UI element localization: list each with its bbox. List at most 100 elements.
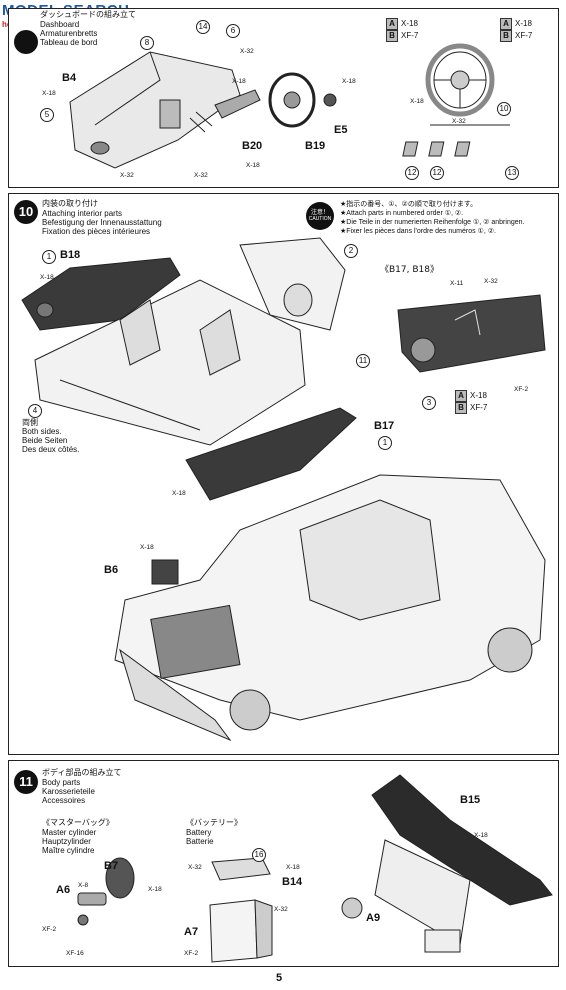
callout-12b: 12: [430, 166, 444, 180]
dashboard-installed: [239, 237, 346, 331]
part-b14: B14: [282, 876, 303, 888]
battery-title-de: Batterie: [186, 837, 214, 846]
step11-panel: [8, 760, 559, 967]
steering-wheel-detail: [425, 43, 495, 117]
legend2-code-a: X-18: [515, 19, 532, 29]
callout-3: 3: [422, 396, 436, 410]
code-x32-a: X-32: [240, 48, 254, 55]
callout-16: 16: [252, 848, 266, 862]
step9-title-en: Dashboard: [40, 20, 80, 29]
door-panel-left: [21, 257, 181, 331]
code-x32-c: X-32: [194, 172, 208, 179]
master-title-fr: Maître cylindre: [42, 846, 95, 855]
step11-title-fr: Accessoires: [42, 796, 86, 805]
code-x18-b6: X-18: [140, 544, 154, 551]
step10-panel: [8, 193, 559, 755]
step11-title-jp: ボディ部品の組み立て: [42, 768, 122, 777]
car-chassis: [114, 474, 546, 742]
step10-note-2: ★Attach parts in numbered order ①, ②.: [340, 210, 464, 217]
legend-key-b: B: [386, 30, 398, 42]
code-x32-d: X-32: [452, 118, 466, 125]
page-number: 5: [276, 972, 283, 984]
step11-title-de: Karosserieteile: [42, 787, 95, 796]
code-x18-b7: X-18: [148, 886, 162, 893]
pedals-drawing: [402, 124, 510, 157]
both-sides-en: Both sides.: [22, 427, 62, 436]
part-b20: B20: [242, 140, 263, 152]
door-inset: [397, 294, 546, 373]
step10-legend-code-b: XF-7: [470, 403, 488, 413]
code-x32-bat2: X-32: [274, 906, 288, 913]
code-xf2-a6: XF-2: [42, 926, 57, 933]
part-e5: E5: [334, 124, 348, 136]
step10-title-fr: Fixation des pièces intérieures: [42, 227, 151, 236]
callout-8: 8: [140, 36, 154, 50]
legend-code-a: X-18: [401, 19, 418, 29]
battery-title-jp: 《バッテリー》: [186, 818, 242, 827]
code-x32-b: X-32: [120, 172, 134, 179]
inset-title: 《B17, B18》: [380, 265, 439, 275]
code-xf2-bat: XF-2: [184, 950, 199, 957]
part-b7: B7: [104, 860, 119, 872]
step10-title-de: Befestigung der Innenausstattung: [42, 218, 162, 227]
code-xf16: XF-16: [66, 950, 84, 957]
callout-10: 10: [497, 102, 511, 116]
callout-2-dashboard: 2: [344, 244, 358, 258]
both-sides-jp: 両側: [22, 418, 38, 427]
code-x8: X-8: [78, 882, 89, 889]
dashboard-drawing: [69, 51, 241, 169]
battery-drawing: [209, 857, 273, 963]
code-x18-b15: X-18: [474, 832, 488, 839]
caution-jp: 注意！: [310, 209, 329, 216]
callout-14: 14: [196, 20, 210, 34]
callout-6: 6: [226, 24, 240, 38]
step10-title-en: Attaching interior parts: [42, 209, 123, 218]
door-panel-right: [185, 407, 357, 501]
step11-title-en: Body parts: [42, 778, 81, 787]
code-x18-c: X-18: [342, 78, 356, 85]
legend-key-a: A: [386, 18, 398, 30]
step10-note-3: ★Die Teile in der numerierten Reihenfolg…: [340, 219, 525, 226]
cowl-panel-drawing: [341, 774, 553, 953]
part-b18: B18: [60, 249, 81, 261]
step10-note-4: ★Fixer les pièces dans l'ordre des numér…: [340, 228, 496, 235]
part-b17: B17: [374, 420, 395, 432]
part-b4: B4: [62, 72, 77, 84]
legend-code-b: XF-7: [401, 31, 419, 41]
callout-12a: 12: [405, 166, 419, 180]
code-x18-a: X-18: [42, 90, 56, 97]
step10-legend-key-a: A: [455, 390, 467, 402]
step11-number-circle: 11: [14, 770, 38, 794]
caution-badge: 注意！ CAUTION: [306, 202, 334, 230]
legend2-key-a: A: [500, 18, 512, 30]
code-x18-b18: X-18: [40, 274, 54, 281]
steering-drawing: [214, 72, 337, 128]
callout-5: 5: [40, 108, 54, 122]
master-title-en: Master cylinder: [42, 828, 97, 837]
part-b15: B15: [460, 794, 481, 806]
battery-title-en: Battery: [186, 828, 212, 837]
legend2-code-b: XF-7: [515, 31, 533, 41]
code-x18-bat: X-18: [286, 864, 300, 871]
step9-number-circle: [14, 30, 38, 54]
code-x18-b17: X-18: [172, 490, 186, 497]
step10-title-jp: 内装の取り付け: [42, 199, 98, 208]
step10-number-circle: 10: [14, 200, 38, 224]
caution-en: CAUTION: [308, 216, 332, 222]
callout-1-b17: 1: [378, 436, 392, 450]
code-x18-e: X-18: [232, 78, 246, 85]
part-b19: B19: [305, 140, 326, 152]
step9-title-jp: ダッシュボードの組み立て: [40, 10, 136, 19]
master-cylinder-drawing: [77, 857, 135, 926]
callout-13: 13: [505, 166, 519, 180]
legend2-key-b: B: [500, 30, 512, 42]
both-sides-fr: Des deux côtés.: [22, 445, 80, 454]
callout-1-b18: 1: [42, 250, 56, 264]
step9-title-fr: Tableau de bord: [40, 38, 98, 47]
step10-note-1: ★指示の番号、①、②の順で取り付けます。: [340, 200, 478, 208]
part-a9: A9: [366, 912, 381, 924]
